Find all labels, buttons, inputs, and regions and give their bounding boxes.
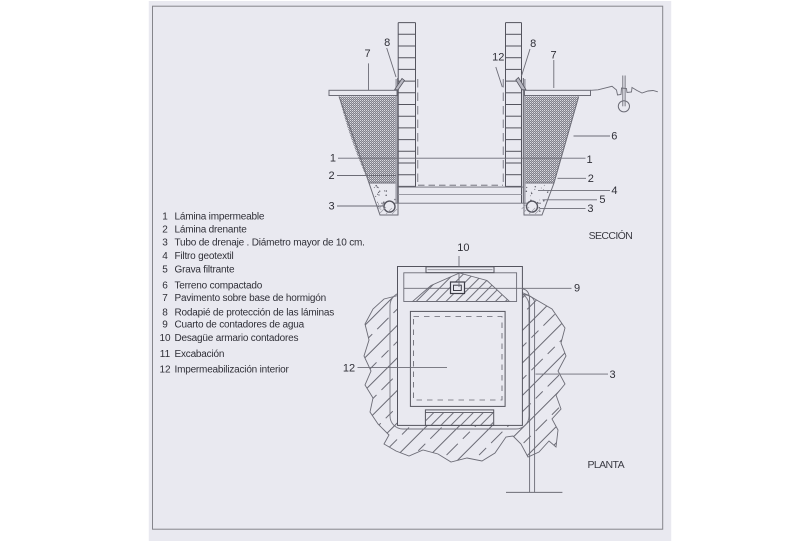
svg-text:Rodapié de protección de las l: Rodapié de protección de las láminas [175, 308, 335, 319]
svg-text:9: 9 [574, 283, 580, 295]
svg-text:7: 7 [365, 48, 371, 60]
svg-text:Terreno compactado: Terreno compactado [175, 281, 263, 292]
svg-text:7: 7 [162, 293, 168, 304]
svg-text:3: 3 [328, 200, 334, 212]
svg-text:4: 4 [611, 185, 617, 197]
svg-text:1: 1 [587, 154, 593, 166]
svg-text:1: 1 [330, 153, 336, 165]
svg-text:2: 2 [162, 225, 168, 236]
svg-text:Grava filtrante: Grava filtrante [175, 265, 235, 276]
svg-text:6: 6 [611, 131, 617, 143]
svg-text:12: 12 [343, 363, 355, 375]
svg-text:1: 1 [162, 212, 168, 223]
svg-text:4: 4 [162, 251, 168, 262]
svg-text:Desagüe armario contadores: Desagüe armario contadores [175, 333, 299, 344]
svg-text:11: 11 [160, 349, 171, 360]
svg-text:2: 2 [588, 173, 594, 185]
svg-text:PLANTA: PLANTA [588, 459, 625, 471]
svg-text:Excabación: Excabación [175, 349, 225, 360]
svg-text:7: 7 [551, 49, 557, 61]
svg-text:5: 5 [162, 265, 168, 276]
svg-text:6: 6 [162, 281, 168, 292]
svg-text:Pavimento sobre base de hormig: Pavimento sobre base de hormigón [175, 293, 326, 304]
svg-text:8: 8 [162, 308, 168, 319]
svg-text:5: 5 [599, 194, 605, 206]
svg-text:Lámina drenante: Lámina drenante [175, 225, 248, 236]
svg-text:Lámina impermeable: Lámina impermeable [175, 212, 265, 223]
svg-text:3: 3 [587, 203, 593, 215]
svg-text:Filtro geotextil: Filtro geotextil [175, 251, 234, 262]
svg-text:8: 8 [384, 37, 390, 49]
svg-text:3: 3 [162, 238, 168, 249]
svg-text:8: 8 [530, 38, 536, 50]
svg-text:Cuarto de contadores de agua: Cuarto de contadores de agua [175, 320, 305, 331]
svg-text:3: 3 [609, 369, 615, 381]
svg-text:12: 12 [159, 365, 171, 376]
svg-text:Tubo de drenaje . Diámetro may: Tubo de drenaje . Diámetro mayor de 10 c… [175, 238, 365, 249]
svg-text:10: 10 [457, 242, 469, 254]
svg-text:12: 12 [492, 51, 504, 63]
svg-text:SECCIÓN: SECCIÓN [589, 229, 633, 242]
svg-text:10: 10 [159, 333, 171, 344]
svg-text:2: 2 [328, 170, 334, 182]
svg-text:Impermeabilización interior: Impermeabilización interior [175, 365, 290, 376]
svg-text:9: 9 [162, 320, 168, 331]
